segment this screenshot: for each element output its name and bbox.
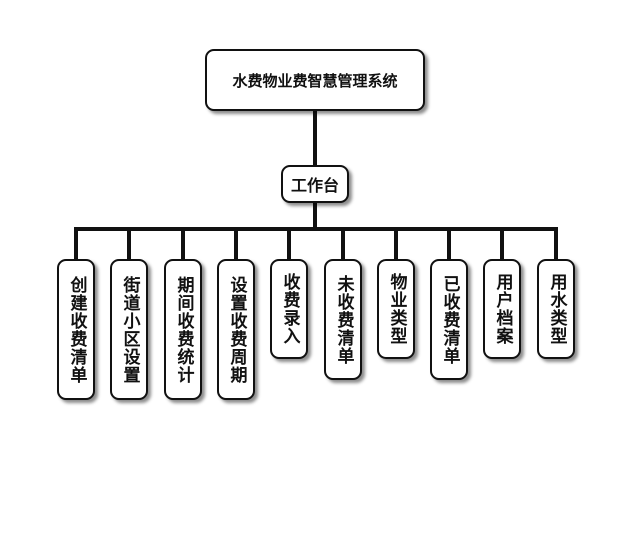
root-node-label: 水费物业费智慧管理系统 (232, 71, 398, 90)
hub-node-label: 工作台 (290, 176, 339, 195)
module-node-label: 用户档案 (492, 273, 513, 345)
module-node-label: 用水类型 (546, 273, 567, 345)
module-node-label: 设置收费周期 (226, 275, 247, 384)
branch-connector (234, 227, 238, 261)
module-node: 用户档案 (483, 259, 521, 359)
module-node: 创建收费清单 (57, 259, 95, 400)
module-node: 已收费清单 (430, 259, 468, 380)
module-node: 期间收费统计 (164, 259, 202, 400)
hub-node: 工作台 (281, 165, 349, 203)
root-node: 水费物业费智慧管理系统 (205, 49, 425, 111)
module-node: 街道小区设置 (110, 259, 148, 400)
branch-connector (74, 227, 78, 261)
module-node: 用水类型 (537, 259, 575, 359)
module-node-label: 期间收费统计 (173, 275, 194, 384)
branch-connector (181, 227, 185, 261)
module-node-label: 已收费清单 (439, 274, 460, 365)
branch-bus-line (75, 227, 557, 231)
branch-connector (287, 227, 291, 261)
module-node-label: 物业类型 (386, 273, 407, 345)
branch-connector (341, 227, 345, 261)
module-node: 未收费清单 (324, 259, 362, 380)
branch-connector (500, 227, 504, 261)
module-node: 物业类型 (377, 259, 415, 359)
module-node-label: 街道小区设置 (119, 275, 140, 384)
branch-connector (394, 227, 398, 261)
root-to-hub-connector (313, 111, 317, 165)
branch-connector (554, 227, 558, 261)
branch-connector (127, 227, 131, 261)
module-node: 收费录入 (270, 259, 308, 359)
hub-to-bus-connector (313, 203, 317, 229)
branch-connector (447, 227, 451, 261)
module-node-label: 创建收费清单 (66, 275, 87, 384)
module-node-label: 未收费清单 (333, 274, 354, 365)
module-node-label: 收费录入 (279, 273, 300, 345)
module-node: 设置收费周期 (217, 259, 255, 400)
